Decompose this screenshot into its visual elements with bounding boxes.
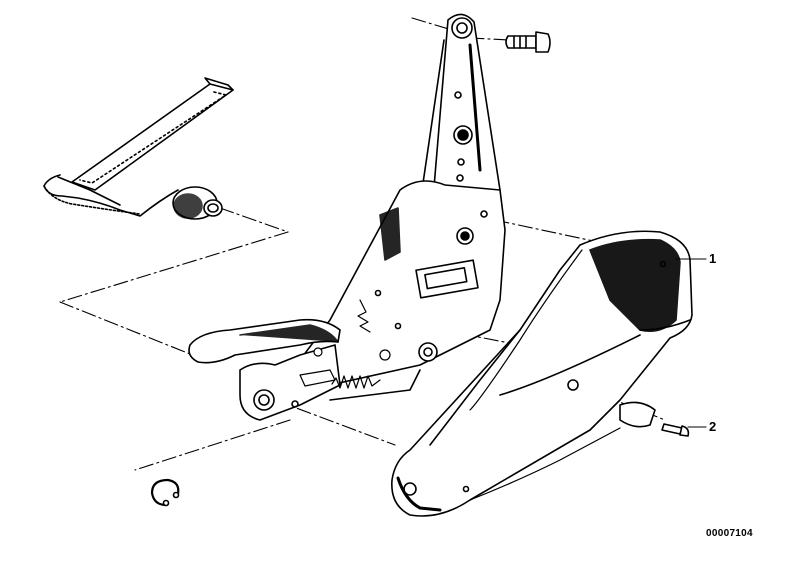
mechanism-plate <box>299 180 506 401</box>
springs <box>299 299 391 389</box>
torsion-bar <box>43 77 234 220</box>
drawing-code: 00007104 <box>706 528 753 539</box>
callout-1: 1 <box>709 251 717 266</box>
seat-cover-panel <box>391 230 693 517</box>
hinge-arm <box>421 13 501 236</box>
callout-leaders <box>675 258 707 428</box>
callout-2: 2 <box>709 419 717 434</box>
bolt <box>505 31 551 53</box>
circlip <box>150 478 180 507</box>
release-lever <box>188 318 341 421</box>
screw <box>661 423 690 437</box>
